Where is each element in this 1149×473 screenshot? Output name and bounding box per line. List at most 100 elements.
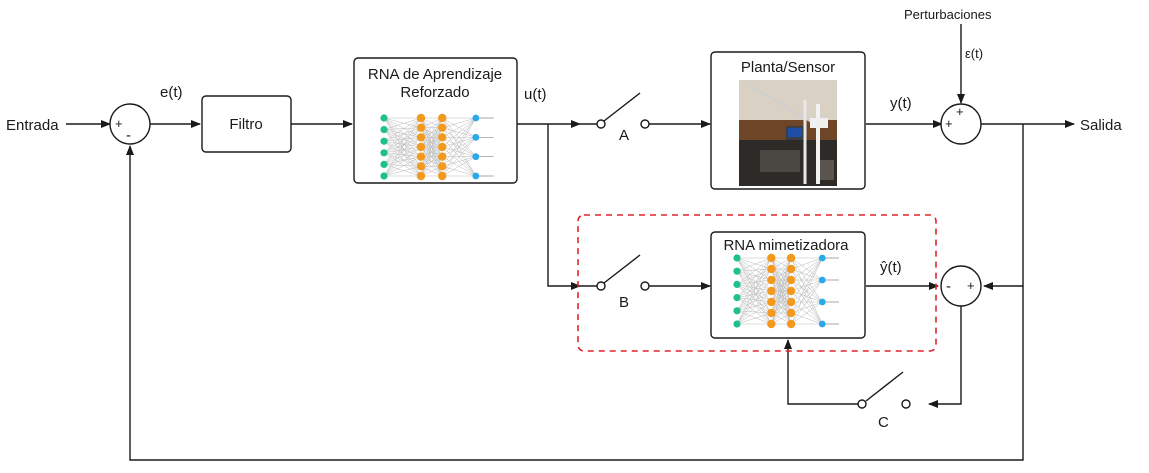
- nn-output-node: [818, 276, 826, 284]
- nn-edge: [442, 117, 476, 128]
- nn-hidden-node: [416, 171, 426, 181]
- switch-c-to-mimic-wire: [784, 339, 860, 405]
- nn-hidden-node: [416, 113, 426, 123]
- nn-edge: [383, 137, 422, 165]
- nn-edge: [442, 117, 476, 138]
- switch-c-label: C: [878, 414, 889, 431]
- sum2-plus-top-sign: +: [956, 104, 964, 119]
- nn-edge: [736, 268, 772, 285]
- nn-edge: [736, 268, 772, 311]
- nn-edge: [736, 310, 772, 314]
- nn-edge: [736, 257, 772, 314]
- nn-hidden-node: [786, 308, 796, 318]
- nn-edge: [383, 137, 422, 154]
- nn-input-node: [380, 126, 388, 134]
- sum3-plus-sign: +: [967, 278, 975, 293]
- plant-sensor-label: Planta/Sensor: [741, 59, 835, 76]
- nn-edge: [383, 117, 422, 165]
- nn-edge: [790, 301, 823, 314]
- nn-edge: [420, 117, 443, 148]
- input-label: Entrada: [6, 117, 59, 134]
- nn-edge: [736, 268, 772, 298]
- nn-hidden-node: [786, 275, 796, 285]
- nn-edge: [790, 257, 823, 281]
- sum3-to-switch-c-wire: [928, 306, 962, 408]
- nn-edge: [420, 137, 443, 177]
- switch-c: C: [857, 371, 911, 431]
- nn-edge: [790, 312, 823, 325]
- nn-edge: [736, 301, 772, 325]
- nn-input-node: [733, 294, 741, 302]
- nn-hidden-node: [438, 152, 447, 161]
- nn-edge: [736, 271, 772, 303]
- nn-edge: [420, 146, 443, 177]
- nn-edge: [442, 117, 477, 148]
- error-label: e(t): [160, 84, 183, 101]
- nn-hidden-node: [438, 162, 447, 171]
- nn-edge: [383, 127, 422, 165]
- nn-output-node: [818, 254, 826, 262]
- nn-edge: [736, 257, 772, 303]
- rl-network-block: RNA de Aprendizaje Reforzado: [353, 57, 518, 184]
- nn-hidden-node: [767, 297, 776, 307]
- nn-edge: [420, 117, 443, 157]
- mimic-highlight-box: [577, 214, 937, 352]
- nn-hidden-node: [416, 152, 426, 161]
- nn-edge: [736, 257, 772, 311]
- sum1-minus-sign: -: [126, 127, 131, 144]
- nn-edge: [383, 152, 421, 157]
- nn-edge: [383, 140, 422, 167]
- nn-hidden-node: [786, 264, 796, 274]
- nn-hidden-node: [767, 319, 776, 329]
- nn-output-node: [472, 133, 480, 141]
- nn-edge: [383, 129, 422, 157]
- nn-edge: [771, 257, 792, 303]
- plant-sensor-block: Planta/Sensor: [710, 51, 866, 190]
- nn-edge: [383, 156, 422, 165]
- nn-edge: [736, 301, 772, 312]
- nn-edge: [736, 290, 772, 298]
- nn-edge: [383, 127, 422, 154]
- nn-edge: [736, 297, 772, 303]
- mimic-neural-network-icon: [733, 253, 839, 329]
- nn-edge: [771, 257, 792, 292]
- nn-edge: [442, 137, 477, 167]
- nn-hidden-node: [767, 264, 776, 274]
- nn-edge: [790, 257, 823, 270]
- nn-edge: [383, 117, 422, 157]
- switch-a-label: A: [619, 127, 629, 144]
- nn-edge: [736, 284, 772, 303]
- nn-edge: [383, 146, 421, 154]
- nn-output-node: [818, 320, 826, 328]
- nn-edge: [442, 166, 476, 177]
- nn-edge: [736, 268, 772, 325]
- plant-photo: [739, 80, 837, 186]
- nn-edge: [383, 140, 421, 148]
- nn-edge: [383, 146, 422, 165]
- output-label: Salida: [1080, 117, 1122, 134]
- filter-block: Filtro: [201, 95, 292, 153]
- nn-edge: [383, 117, 422, 148]
- nn-hidden-node: [786, 319, 796, 329]
- nn-hidden-node: [416, 162, 426, 171]
- nn-edge: [771, 301, 792, 325]
- nn-edge: [736, 284, 772, 292]
- sum-junction-3: - +: [940, 265, 982, 307]
- nn-input-node: [733, 280, 741, 288]
- nn-edge: [790, 301, 823, 325]
- nn-hidden-node: [416, 133, 426, 142]
- control-label: u(t): [524, 86, 547, 103]
- nn-edge: [442, 117, 477, 167]
- estimate-label: ŷ(t): [880, 259, 902, 276]
- nn-input-node: [733, 254, 741, 262]
- nn-edge: [736, 257, 772, 298]
- nn-hidden-node: [767, 275, 776, 285]
- nn-edge: [420, 156, 443, 177]
- sum2-plus-left-sign: +: [945, 116, 953, 131]
- nn-edge: [383, 166, 422, 177]
- nn-edge: [736, 290, 772, 312]
- mimic-network-label: RNA mimetizadora: [723, 237, 849, 254]
- nn-edge: [736, 257, 772, 285]
- nn-hidden-node: [786, 253, 796, 263]
